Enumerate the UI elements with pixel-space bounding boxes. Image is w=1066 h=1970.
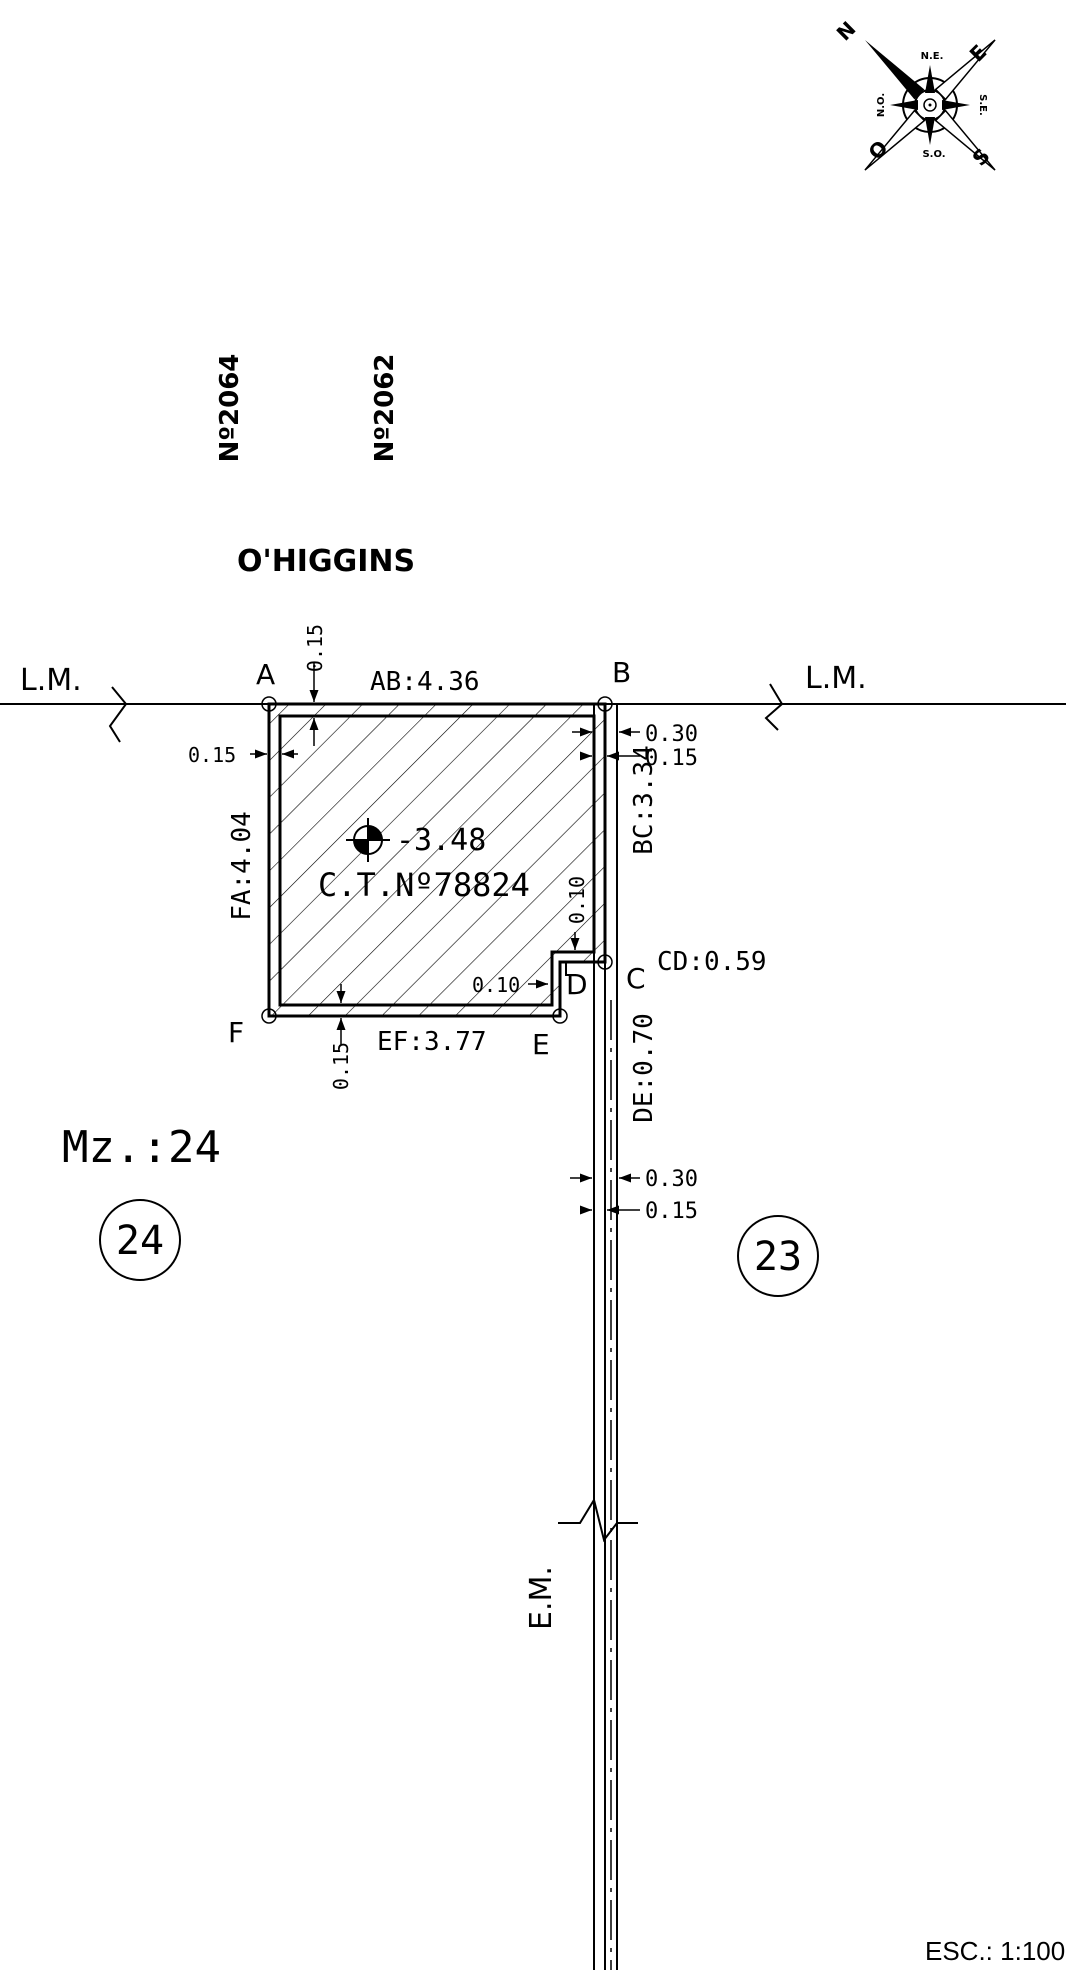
wall-dim-left: 0.15 <box>188 743 236 767</box>
wall-dim-right-outer: 0.30 <box>645 722 698 747</box>
break-symbol-right <box>764 683 784 731</box>
compass-northwest: N.O. <box>876 93 887 117</box>
compass-southeast: S.E. <box>977 94 988 116</box>
lot-number-circle-left <box>99 1199 181 1281</box>
side-bc: BC:3.34 <box>629 745 659 855</box>
vertex-e: E <box>532 1028 550 1061</box>
vertex-a: A <box>256 658 275 691</box>
vertex-d: D <box>566 968 588 1001</box>
wall-dim-axis-inner: 0.15 <box>645 1199 698 1224</box>
side-fa: FA:4.04 <box>227 811 257 921</box>
lot-number-circle-right <box>737 1215 819 1297</box>
vertex-f: F <box>228 1016 244 1049</box>
lot-number-right: 23 <box>754 1234 802 1280</box>
compass-northeast: N.E. <box>921 51 944 62</box>
side-cd: CD:0.59 <box>657 947 767 977</box>
side-de: DE:0.70 <box>629 1013 659 1123</box>
axis-break-symbol <box>558 1497 638 1543</box>
scale-label: ESC.: 1:100 <box>925 1936 1065 1966</box>
side-ab: AB:4.36 <box>370 667 480 697</box>
lot-level: -3.48 <box>396 823 486 858</box>
lot-hatch <box>269 704 605 1016</box>
side-ef: EF:3.77 <box>377 1027 487 1057</box>
street-number-2062: Nº2062 <box>370 354 400 463</box>
wall-dim-top: 0.15 <box>303 624 327 672</box>
compass-southwest: S.O. <box>922 149 945 160</box>
axis-label: E.M. <box>524 1566 559 1630</box>
wall-dim-bottom: 0.15 <box>329 1042 353 1090</box>
wall-dim-notch-vertical: 0.10 <box>565 876 589 924</box>
vertex-c: C <box>626 962 646 995</box>
compass-star-icon <box>864 39 996 171</box>
vertex-b: B <box>612 656 631 689</box>
wall-dim-right-inner: 0.15 <box>645 746 698 771</box>
vertex-markers <box>261 696 613 1024</box>
compass-rose: N E S O N.E. S.E. S.O. N.O. <box>832 17 996 171</box>
cadastral-number: C.T.Nº78824 <box>318 866 530 904</box>
municipal-line-label-right: L.M. <box>805 661 867 696</box>
wall-dim-axis-outer: 0.30 <box>645 1167 698 1192</box>
municipal-line-label-left: L.M. <box>20 663 82 698</box>
level-marker-icon <box>346 818 390 862</box>
dimension-arrows <box>250 662 640 1215</box>
street-name: O'HIGGINS <box>237 544 415 579</box>
block-label: Mz.:24 <box>62 1122 221 1173</box>
break-symbol-left <box>108 686 128 743</box>
street-number-2064: Nº2064 <box>215 354 245 463</box>
lot-notch <box>560 961 576 976</box>
compass-north: N <box>832 17 861 46</box>
wall-dim-notch-horizontal: 0.10 <box>472 973 520 997</box>
compass-west: O <box>864 136 893 165</box>
lot-number-left: 24 <box>116 1218 164 1264</box>
